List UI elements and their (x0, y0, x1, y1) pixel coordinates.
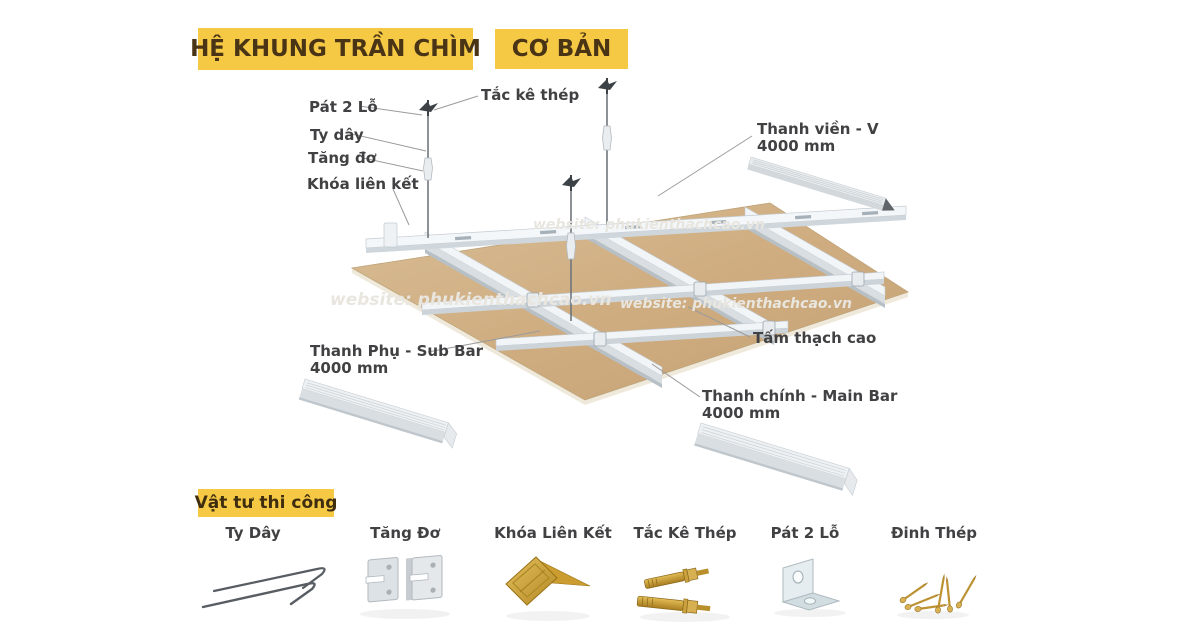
turnbuckle-icon (566, 232, 576, 260)
material-label-dinh-thep: Đinh Thép (890, 524, 978, 542)
part-name: Thanh viền - V (757, 120, 879, 138)
part-size: 4000 mm (310, 358, 389, 377)
callout-label-pat-2-lo: Pát 2 Lỗ (309, 98, 378, 116)
material-label-pat-2-lo: Pát 2 Lỗ (770, 524, 840, 542)
callout-line (392, 188, 410, 226)
hanger-rod (419, 100, 438, 238)
callout-line (651, 363, 701, 398)
main-bar-product (694, 422, 858, 497)
connector-clip (526, 271, 865, 347)
callout-lines (351, 95, 753, 398)
title-badge-sub: CƠ BẢN (495, 29, 628, 69)
callout-line (687, 306, 751, 338)
callout-label-tang-do: Tăng đơ (308, 149, 377, 167)
title-badge-main: HỆ KHUNG TRẦN CHÌM (190, 28, 481, 70)
callout-label-tac-ke-thep: Tắc kê thép (481, 86, 580, 104)
anchor-icon (562, 175, 581, 191)
turnbuckle-icon (423, 157, 433, 181)
wire-hanger-icon (201, 567, 326, 609)
hanger-rod (562, 175, 581, 321)
turnbuckle-icon (602, 125, 612, 151)
part-name: Thanh Phụ - Sub Bar (310, 342, 484, 360)
materials-row (201, 555, 977, 622)
material-label-tang-do: Tăng Đơ (370, 524, 440, 542)
steel-anchor-bolt-icon (636, 567, 711, 614)
watermark-text: website: phukienthachcao.vn (330, 290, 612, 310)
suspended-ceiling-scene (350, 78, 909, 405)
connector-clip-icon (505, 556, 591, 606)
steel-nails-icon (899, 573, 977, 614)
material-label-ty-day: Ty Dây (225, 524, 281, 542)
two-hole-angle-bracket-icon (781, 558, 841, 611)
wall-angle-bar (365, 205, 907, 253)
anchor-icon (598, 78, 617, 94)
callout-label-thanh-chinh: Thanh chính - Main Bar 4000 mm (702, 388, 897, 422)
callout-label-khoa-lien-ket: Khóa liên kết (307, 175, 419, 193)
sub-bar-product (298, 378, 457, 449)
callout-label-thanh-vien: Thanh viền - V 4000 mm (757, 121, 879, 155)
sub-bar (495, 320, 789, 351)
hanger-rod (598, 78, 617, 226)
anchor-icon (419, 100, 438, 116)
material-label-khoa-lien-ket: Khóa Liên Kết (494, 524, 612, 542)
watermark-text: website: phukienthachcao.vn (533, 217, 765, 233)
callout-line (358, 105, 423, 116)
part-name: Thanh chính - Main Bar (702, 387, 898, 405)
part-size: 4000 mm (757, 136, 836, 155)
turnbuckle-bracket-icon (365, 555, 443, 603)
callout-line (427, 330, 541, 353)
wall-angle-product (747, 156, 895, 211)
watermark-text: website: phukienthachcao.vn (620, 296, 852, 312)
callout-line (433, 95, 479, 111)
part-size: 4000 mm (702, 403, 781, 422)
callout-line (657, 135, 753, 197)
material-label-tac-ke-thep: Tắc Kê Thép (633, 524, 737, 542)
callout-line (351, 133, 427, 152)
materials-title-badge: Vật tư thi công (195, 489, 337, 517)
callout-label-tam-thach-cao: Tấm thạch cao (753, 329, 877, 347)
callout-label-ty-day: Ty dây (310, 126, 364, 144)
callout-label-thanh-phu: Thanh Phụ - Sub Bar 4000 mm (310, 343, 483, 377)
callout-line (362, 157, 424, 172)
